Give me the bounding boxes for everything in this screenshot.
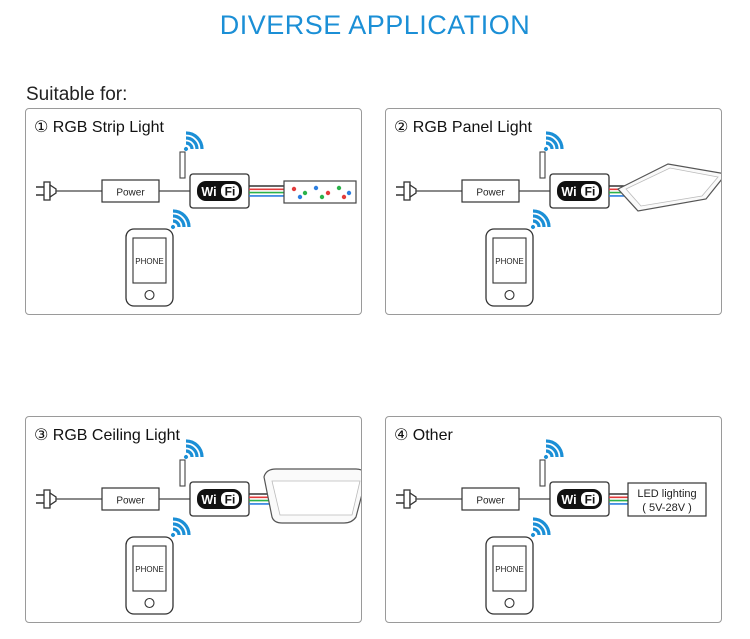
rgb-ceiling-light [263,468,361,524]
phone-screen [132,237,167,284]
antenna [539,459,546,487]
wifi-logo-fi: Fi [225,493,236,507]
phone-label: PHONE [135,565,163,574]
wifi-logo-fi: Fi [585,185,596,199]
phone-home-button [144,289,155,301]
led-lighting-box: LED lighting ( 5V-28V ) [627,482,707,517]
antenna [539,151,546,179]
panel-label: ④ Other [394,427,453,444]
power-plug-icon [36,489,57,509]
wifi-logo-wi: Wi [561,493,576,507]
wifi-signal-icon [544,131,564,151]
panel-label: ③ RGB Ceiling Light [34,427,180,444]
phone-wifi-signal-icon [531,209,551,229]
power-label: Power [476,496,505,507]
phone-home-button [504,597,515,609]
wifi-logo-wi: Wi [561,185,576,199]
wifi-signal-icon [544,439,564,459]
antenna [179,459,186,487]
antenna [179,151,186,179]
phone-screen [492,545,527,592]
phone-home-button [144,597,155,609]
phone-wifi-signal-icon [171,517,191,537]
panel-label: ① RGB Strip Light [34,119,164,136]
wifi-signal-icon [184,439,204,459]
wifi-logo-fi-bg [221,184,239,198]
power-plug-icon [36,181,57,201]
phone-wifi-signal-icon [531,517,551,537]
wifi-logo-fi-bg [221,492,239,506]
led-lighting-label: LED lighting [637,488,696,500]
wifi-logo-fi: Fi [225,185,236,199]
power-plug-icon [396,181,417,201]
phone-label: PHONE [495,565,523,574]
rgb-panel-light [617,163,721,212]
suitable-for-heading: Suitable for: [26,84,128,105]
voltage-range-label: ( 5V-28V ) [642,502,692,514]
phone-screen [492,237,527,284]
panel-label: ② RGB Panel Light [394,119,532,136]
wifi-logo-fi-bg [581,492,599,506]
page-title: DIVERSE APPLICATION [219,10,531,40]
phone-label: PHONE [135,257,163,266]
wifi-logo-wi: Wi [201,493,216,507]
phone-wifi-signal-icon [171,209,191,229]
wifi-signal-icon [184,131,204,151]
wifi-logo-fi-bg [581,184,599,198]
phone-screen [132,545,167,592]
power-label: Power [116,188,145,199]
phone-label: PHONE [495,257,523,266]
power-plug-icon [396,489,417,509]
phone-home-button [504,289,515,301]
wifi-logo-wi: Wi [201,185,216,199]
wifi-logo-fi: Fi [585,493,596,507]
power-label: Power [476,188,505,199]
rgb-strip-light [283,180,357,204]
power-label: Power [116,496,145,507]
